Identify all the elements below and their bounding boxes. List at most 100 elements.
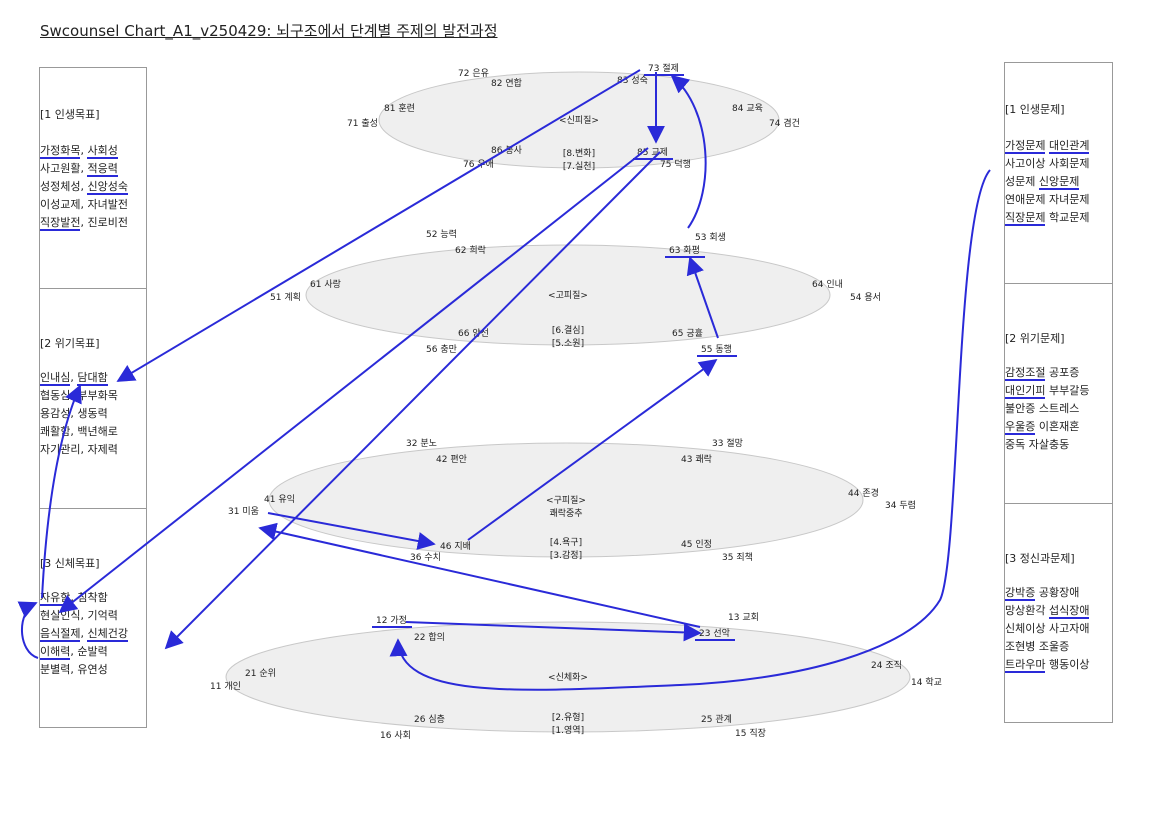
node-label: 71 출성 [347, 118, 378, 129]
stage-label: [7.실천] [563, 161, 595, 172]
node-label: 46 지배 [440, 541, 471, 552]
problem-term: 망상환각 [1005, 604, 1049, 617]
goal-highlighted-term: 신앙성숙 [87, 180, 128, 195]
node-label: 72 은유 [458, 68, 489, 79]
problem-highlighted-term: 대인관계 [1048, 139, 1090, 154]
node-label: 43 쾌락 [681, 453, 712, 465]
node-label: 31 미움 [228, 506, 259, 517]
node-label: 21 순위 [245, 668, 276, 679]
goal-item-line: 인내심, 담대함 [40, 369, 108, 387]
arrow-85-to-left-top [58, 147, 649, 614]
node-label: 12 가정 [376, 615, 407, 626]
problem-item-line: 감정조절 공포증 [1005, 364, 1079, 382]
node-label: 34 두렴 [885, 499, 916, 511]
problem-term: 신체이상 사고자애 [1005, 622, 1090, 635]
node-label: 83 성숙 [617, 75, 648, 86]
arrow-85-to-left-bottom [164, 151, 661, 650]
node-label: 22 합의 [414, 632, 445, 643]
node-label: 82 연합 [491, 78, 522, 89]
problem-term: 행동이상 [1045, 658, 1090, 671]
node-label: 52 능력 [426, 228, 457, 240]
node-label: 75 덕행 [660, 158, 691, 170]
arrow-46-to-55 [467, 358, 718, 541]
problem-item-line: 신체이상 사고자애 [1005, 620, 1089, 638]
problem-item-line: 사고이상 사회문제 [1005, 155, 1089, 173]
arrow-23-to-31 [258, 522, 701, 628]
goal-term: , 순발력 [70, 645, 108, 658]
goal-term: 쾌활함, 백년해로 [40, 425, 118, 438]
node-label: 84 교육 [732, 103, 763, 114]
goal-highlighted-term: 직장발전 [40, 216, 81, 231]
curve-left-body-to-crisis [41, 384, 82, 599]
node-label: 36 수치 [410, 551, 441, 563]
stage-label: [3.감정] [550, 549, 582, 561]
node-label: 66 양선 [458, 328, 489, 339]
goal-section-title: [2 위기목표] [40, 337, 100, 350]
goal-term: 용감성, 생동력 [40, 407, 108, 420]
problem-term: 공황장애 [1035, 586, 1080, 599]
goal-item-line: 음식절제, 신체건강 [40, 625, 128, 643]
node-label: 73 절제 [648, 62, 679, 74]
node-label: 45 인정 [681, 539, 712, 550]
brain-level-ellipse [268, 442, 864, 558]
node-label: 55 동행 [701, 343, 732, 355]
goal-item-line: 이성교제, 자녀발전 [40, 196, 128, 214]
goal-highlighted-term: 이해력 [40, 645, 71, 660]
goal-term: 분별력, 유연성 [40, 663, 108, 676]
curve-right-panel-to-12 [389, 169, 991, 691]
arrow-31-to-46 [267, 512, 436, 550]
stage-label: [1.영역] [552, 725, 584, 736]
problem-item-line: 성문제 신앙문제 [1005, 173, 1080, 191]
node-label: 56 충만 [426, 344, 457, 355]
goal-item-line: 사고원활, 적응력 [40, 160, 118, 178]
problem-term: 중독 자살충동 [1005, 438, 1070, 451]
problem-term: 부부갈등 [1045, 384, 1090, 397]
goal-item-line: 쾌활함, 백년해로 [40, 423, 118, 441]
goal-item-line: 용감성, 생동력 [40, 405, 108, 423]
stage-label: [5.소원] [552, 338, 584, 349]
problem-highlighted-term: 감정조절 [1005, 366, 1046, 381]
stage-label: [4.욕구] [550, 537, 582, 548]
problem-term: 이혼재혼 [1035, 420, 1080, 433]
node-label: 81 훈련 [384, 102, 415, 114]
arrow-12-to-23 [405, 621, 702, 642]
node-label: 25 관계 [701, 713, 732, 725]
problem-term: 공포증 [1045, 366, 1080, 379]
stage-label: [2.유형] [552, 712, 584, 723]
node-label: 85 교제 [637, 147, 668, 158]
level-center-label: <구피질> [546, 494, 586, 506]
problem-item-line: 망상환각 섭식장애 [1005, 602, 1090, 620]
problem-term: 사고이상 사회문제 [1005, 157, 1090, 170]
goal-term: , [70, 371, 78, 384]
problem-highlighted-term: 섭식장애 [1048, 604, 1090, 619]
node-label: 76 우애 [463, 159, 494, 170]
node-label: 32 분노 [406, 438, 437, 449]
problem-section-title: [3 정신과문제] [1005, 552, 1075, 565]
problem-term: 성문제 [1005, 175, 1039, 188]
node-label: 53 회생 [695, 232, 726, 243]
node-label: 64 인내 [812, 279, 843, 290]
node-label: 23 선악 [699, 627, 730, 639]
problem-highlighted-term: 강박증 [1005, 586, 1036, 601]
goal-section-title: [1 인생목표] [40, 108, 100, 121]
node-label: 44 존경 [848, 487, 879, 499]
goal-term: , 침착함 [70, 591, 108, 604]
goal-term: , [80, 627, 88, 640]
goal-highlighted-term: 신체건강 [87, 627, 128, 642]
level-center-label: <고피질> [548, 289, 588, 301]
problem-highlighted-term: 대인기피 [1005, 384, 1046, 399]
node-label: 41 유익 [264, 493, 295, 505]
goal-term: 사고원활, [40, 162, 88, 175]
level-center-sublabel: 쾌락중추 [549, 507, 582, 519]
goal-term: , 진로비전 [80, 216, 128, 229]
goal-item-line: 분별력, 유연성 [40, 661, 108, 679]
problem-section-title: [2 위기문제] [1005, 332, 1065, 345]
problem-highlighted-term: 트라우마 [1005, 658, 1046, 673]
node-label: 14 학교 [911, 677, 942, 688]
problem-item-line: 트라우마 행동이상 [1005, 656, 1089, 674]
